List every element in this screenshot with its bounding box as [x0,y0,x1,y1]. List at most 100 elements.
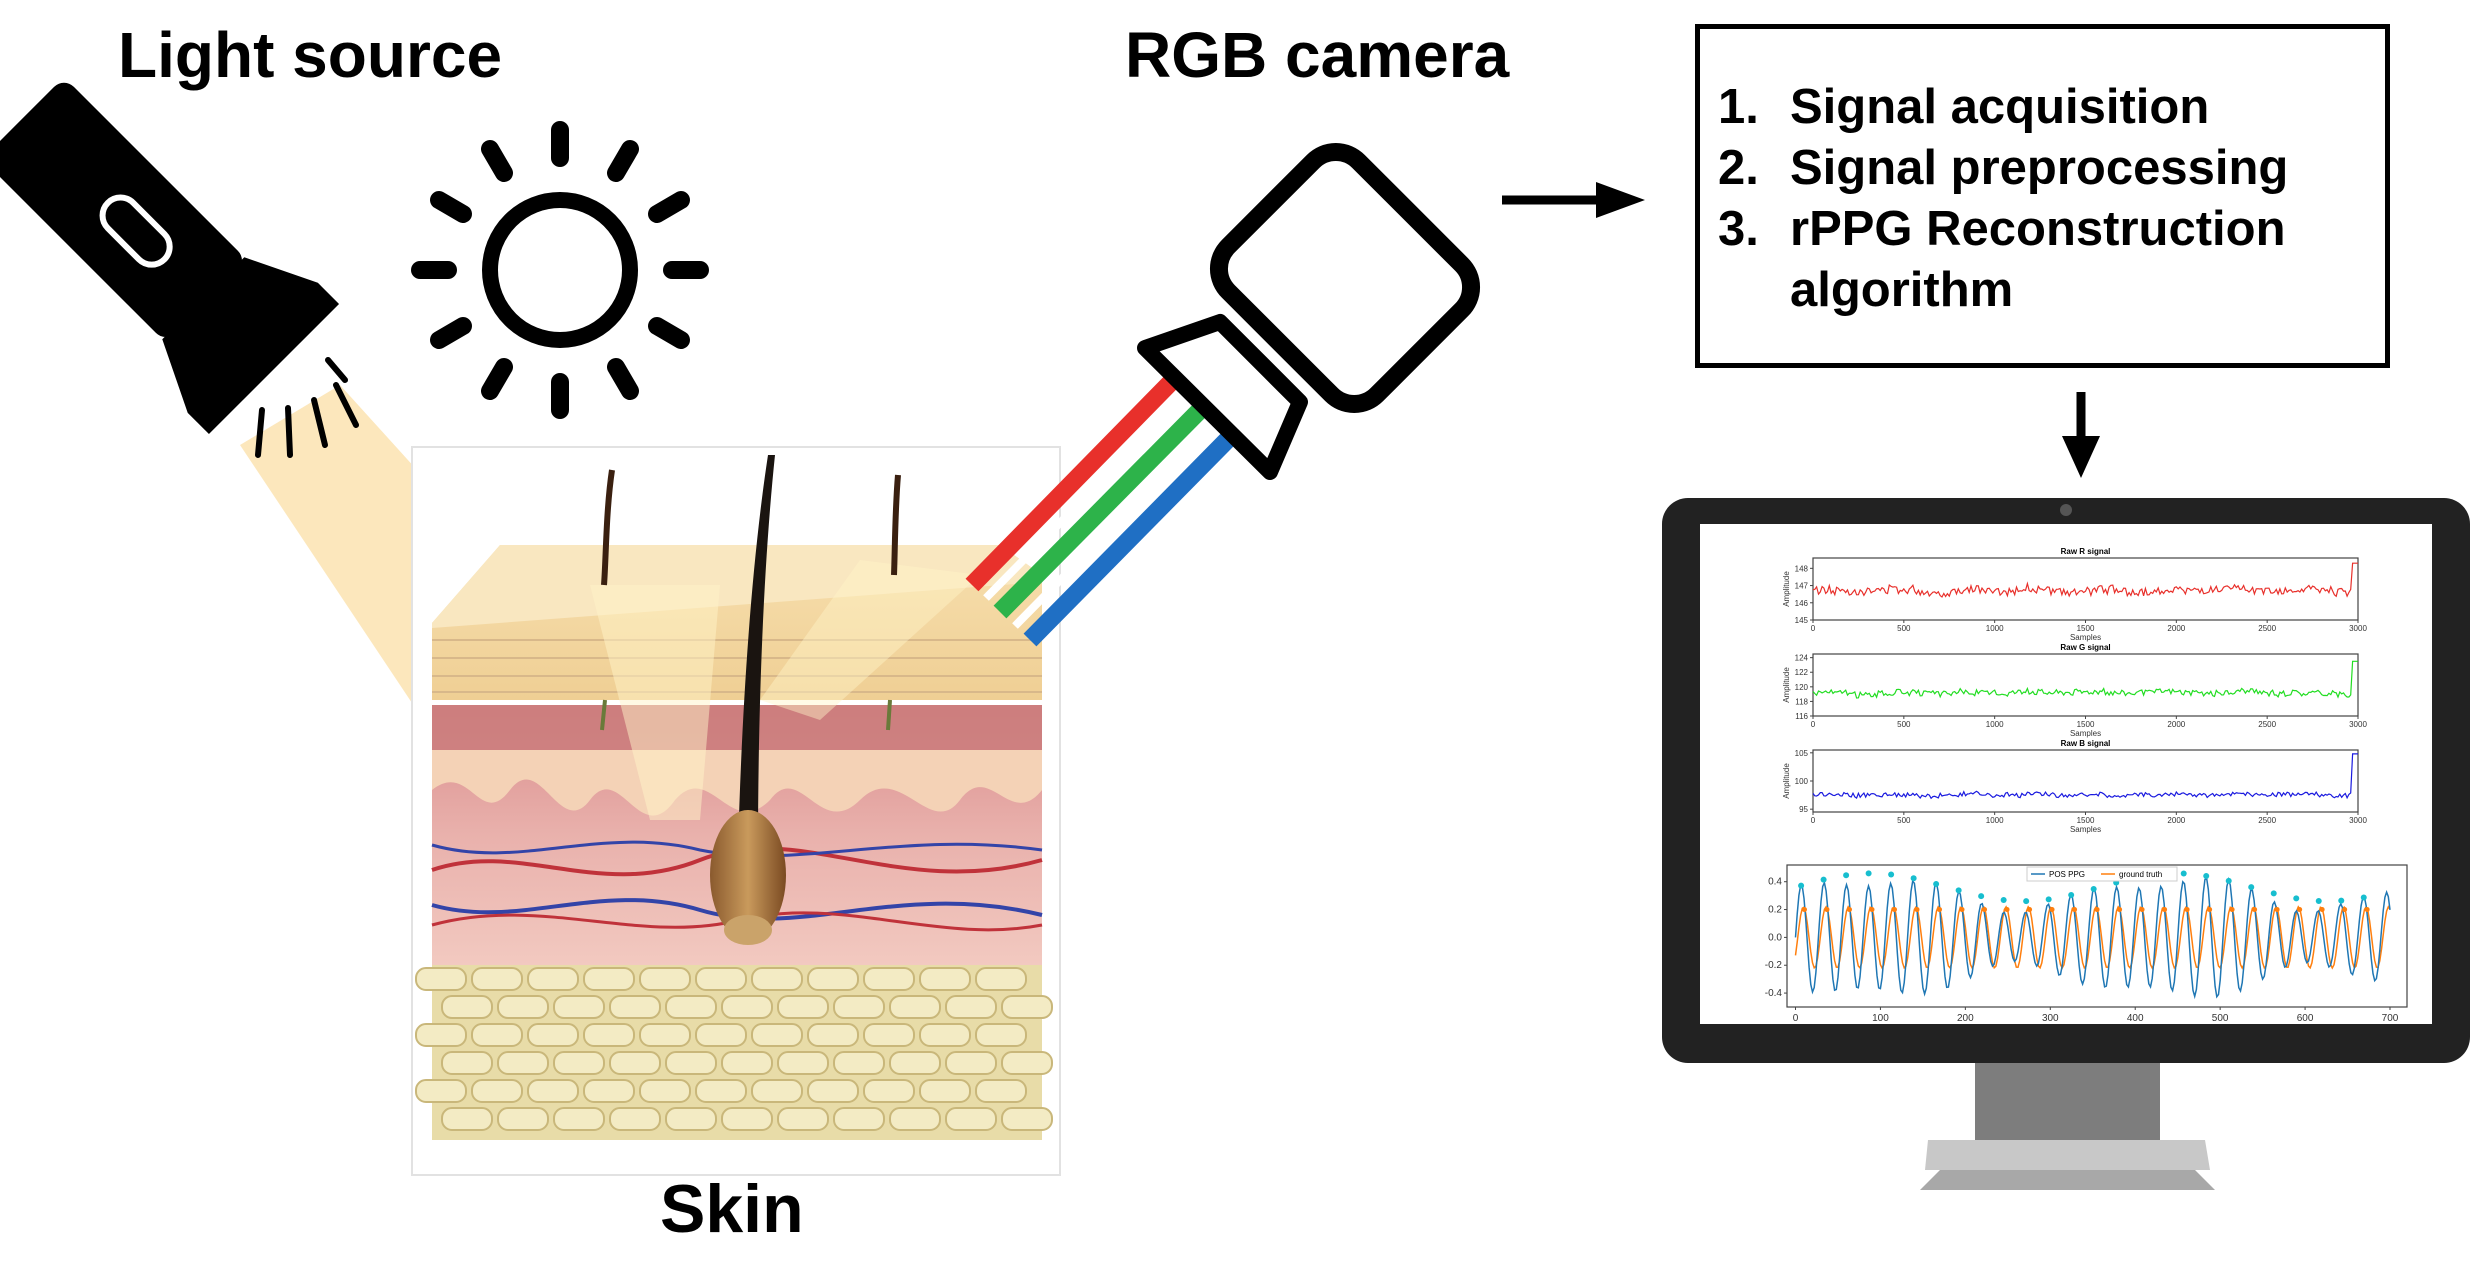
peak-marker [2049,907,2055,913]
fat-cell [777,995,829,1019]
x-tick-label: 500 [1897,624,1911,633]
fat-cell [415,967,467,991]
peak-marker [2203,873,2210,880]
fat-cell [665,1107,717,1131]
x-tick-label: 2000 [2167,816,2185,825]
fat-cell [583,967,635,991]
x-tick-label: 300 [2042,1013,2059,1024]
y-tick-label: 105 [1795,749,1809,758]
sun-icon [411,121,709,419]
x-tick-label: 2500 [2258,816,2276,825]
fat-cell [441,1107,493,1131]
arrow-right-icon [1502,182,1645,218]
legend-label: ground truth [2119,870,2162,879]
processing-steps-list: 1. Signal acquisition 2. Signal preproce… [1718,77,2350,321]
peak-marker [1910,875,1917,882]
x-tick-label: 0 [1811,624,1816,633]
fat-cell [695,1079,747,1103]
x-tick-label: 0 [1793,1013,1799,1024]
fat-cell [583,1023,635,1047]
fat-cell [863,967,915,991]
peak-marker [1843,872,1850,879]
fat-cell [665,995,717,1019]
y-tick-label: 148 [1795,564,1809,573]
x-tick-label: 500 [1897,720,1911,729]
x-tick-label: 200 [1957,1013,1974,1024]
rgb-rays [965,371,1242,647]
peak-marker [1869,907,1875,913]
peak-marker [2023,898,2030,905]
fat-cell [415,1023,467,1047]
x-tick-label: 1500 [2077,624,2095,633]
peak-marker [2360,894,2367,901]
fat-cell [639,1079,691,1103]
fat-cell [807,1079,859,1103]
peak-marker [2207,907,2213,913]
peak-marker [1914,907,1920,913]
red-ray [965,371,1182,592]
monitor-screen [1700,524,2432,1024]
fat-cell [919,1023,971,1047]
peak-marker [2117,907,2123,913]
peak-marker [2162,907,2168,913]
peak-marker [2319,907,2325,913]
monitor-icon [1662,498,2470,1190]
fat-cell [751,1079,803,1103]
x-tick-label: 3000 [2349,624,2367,633]
fat-cell [415,1079,467,1103]
plot-title: Raw G signal [2060,643,2110,652]
fat-cell [807,1023,859,1047]
y-axis-label: Amplitude [1782,667,1791,703]
fat-cell [1001,1107,1053,1131]
fat-cell [721,995,773,1019]
fat-cell [975,1079,1027,1103]
fat-cell [833,995,885,1019]
fat-cell [441,995,493,1019]
x-tick-label: 1000 [1986,720,2004,729]
fat-cell [497,1107,549,1131]
fat-cell [639,1023,691,1047]
x-tick-label: 2000 [2167,624,2185,633]
peak-marker [1824,907,1830,913]
peak-marker [2094,907,2100,913]
peak-marker [2338,897,2345,904]
x-tick-label: 1500 [2077,816,2095,825]
step-item: 3. rPPG Reconstruction algorithm [1718,199,2350,321]
fat-cell [721,1107,773,1131]
peak-marker [2027,907,2033,913]
peak-marker [2184,907,2190,913]
x-axis-label: Samples [2070,825,2101,834]
fat-cell [639,967,691,991]
peak-marker [2342,907,2348,913]
fat-cell [919,1079,971,1103]
x-tick-label: 0 [1811,816,1816,825]
skin-label: Skin [660,1171,804,1247]
peak-marker [2072,907,2078,913]
x-tick-label: 1000 [1986,816,2004,825]
y-tick-label: 95 [1799,805,1808,814]
fat-cell [889,995,941,1019]
fat-cell [553,1107,605,1131]
blue-ray [1023,425,1242,647]
legend-label: POS PPG [2049,870,2085,879]
fat-cell [833,1051,885,1075]
fat-cell [777,1107,829,1131]
y-tick-label: 118 [1795,697,1808,706]
fat-cell [975,967,1027,991]
peak-marker [1982,907,1988,913]
peak-marker [2229,907,2235,913]
peak-marker [1959,907,1965,913]
plot-title: Raw B signal [2061,739,2111,748]
fat-cell [975,1023,1027,1047]
x-tick-label: 0 [1811,720,1816,729]
light-source-label: Light source [118,19,503,91]
fat-cell [1001,995,1053,1019]
y-axis-label: Amplitude [1782,763,1791,799]
y-tick-label: 0.2 [1768,905,1782,916]
x-tick-label: 600 [2297,1013,2314,1024]
step-item: 2. Signal preprocessing [1718,138,2350,199]
peak-marker [2364,907,2370,913]
y-tick-label: 122 [1795,668,1809,677]
peak-marker [2270,890,2277,897]
plot-title: Raw R signal [2061,547,2111,556]
